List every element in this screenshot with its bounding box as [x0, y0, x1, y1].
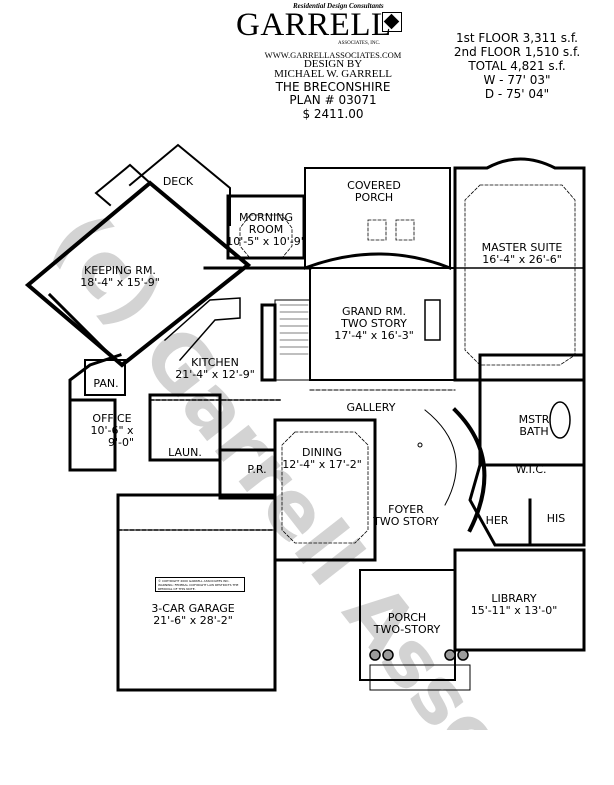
master-suite-walls — [453, 157, 586, 382]
room-name: LAUN. — [168, 446, 202, 459]
room-master-suite: MASTER SUITE 16'-4" x 26'-6" — [482, 242, 563, 266]
depth-dimension: D - 75' 04" — [484, 87, 550, 101]
room-name: FOYER — [388, 503, 424, 516]
room-dimensions: 10'-6" x — [90, 424, 134, 437]
room-laundry: LAUN. — [168, 447, 202, 459]
plan-number: PLAN # 03071 — [289, 93, 377, 107]
room-deck: DECK — [163, 176, 193, 188]
room-name: GRAND RM. — [341, 305, 407, 318]
second-floor-sf: 2nd FLOOR 1,510 s.f. — [453, 45, 581, 59]
wic-walls — [468, 463, 586, 547]
designer-name: MICHAEL W. GARRELL — [274, 68, 392, 80]
room-dimensions: 21'-6" x 28'-2" — [153, 614, 233, 627]
room-name: KEEPING RM. — [84, 264, 156, 277]
room-kitchen: KITCHEN 21'-4" x 12'-9" — [175, 357, 255, 381]
room-dimensions: 15'-11" x 13'-0" — [470, 604, 558, 617]
plan-name: THE BRECONSHIRE — [275, 80, 391, 94]
room-keeping-room: KEEPING RM. 18'-4" x 15'-9" — [80, 265, 160, 289]
room-name: PORCH — [387, 611, 427, 624]
room-gallery: GALLERY — [347, 402, 396, 414]
room-name: BATH — [519, 425, 549, 438]
room-name: HIS — [546, 512, 566, 525]
laundry-walls — [148, 393, 222, 462]
room-dimensions: 10'-5" x 10'-9" — [226, 235, 306, 248]
room-dimensions: 16'-4" x 26'-6" — [482, 253, 562, 266]
dining-walls — [273, 418, 377, 562]
logo-diamond-icon — [382, 12, 402, 32]
room-name: HER — [485, 514, 509, 527]
room-dimensions: 18'-4" x 15'-9" — [80, 276, 160, 289]
room-master-bath: MSTR BATH — [519, 414, 550, 438]
room-name: DINING — [302, 446, 342, 459]
square-footage-block: 1st FLOOR 3,311 s.f. 2nd FLOOR 1,510 s.f… — [420, 31, 614, 101]
copyright-notice: © COPYRIGHT 2000 GARRELL ASSOCIATES INC.… — [155, 577, 245, 592]
room-name: PORCH — [354, 191, 394, 204]
keeping-room-walls — [24, 180, 252, 368]
room-name: TWO STORY — [373, 515, 439, 528]
room-name: GALLERY — [346, 401, 396, 414]
tagline: Residential Design Consultants — [293, 2, 384, 10]
room-garage: 3-CAR GARAGE 21'-6" x 28'-2" — [151, 603, 234, 627]
room-name: ROOM — [248, 223, 284, 236]
total-sf: TOTAL 4,821 s.f. — [468, 59, 566, 73]
garrell-logo: GARRELL — [236, 7, 392, 43]
room-name: 3-CAR GARAGE — [151, 602, 235, 615]
room-foyer: FOYER TWO STORY — [373, 504, 439, 528]
front-porch-walls — [359, 569, 456, 681]
room-name: COVERED — [347, 179, 401, 192]
room-dimensions: 17'-4" x 16'-3" — [334, 329, 414, 342]
room-name: MORNING — [238, 211, 294, 224]
room-morning-room: MORNING ROOM 10'-5" x 10'-9" — [226, 212, 306, 248]
deck-outline — [128, 143, 231, 226]
pantry-walls — [84, 359, 126, 396]
room-pantry: PAN. — [93, 378, 118, 390]
room-his-closet: HIS — [547, 513, 566, 525]
room-name: TWO-STORY — [373, 623, 441, 636]
room-her-closet: HER — [486, 515, 509, 527]
room-name: MSTR — [518, 413, 550, 426]
room-powder-room: P.R. — [247, 464, 266, 476]
kitchen-island — [163, 297, 241, 362]
logo-suffix: ASSOCIATES, INC. — [338, 41, 381, 46]
room-dining: DINING 12'-4" x 17'-2" — [282, 447, 362, 471]
room-name: W.I.C. — [515, 463, 547, 476]
room-dimensions: 9'-0" — [107, 436, 135, 449]
plan-price: $ 2411.00 — [302, 107, 364, 121]
width-dimension: W - 77' 03" — [483, 73, 551, 87]
room-covered-porch: COVERED PORCH — [347, 180, 401, 204]
room-name: P.R. — [247, 463, 267, 476]
office-walls — [68, 398, 117, 472]
room-name: MASTER SUITE — [481, 241, 563, 254]
room-name: TWO STORY — [341, 317, 407, 330]
website-link[interactable]: WWW.GARRELLASSOCIATES.COM — [264, 50, 402, 60]
room-name: PAN. — [93, 377, 119, 390]
room-dimensions: 12'-4" x 17'-2" — [282, 458, 362, 471]
room-dimensions: 21'-4" x 12'-9" — [175, 368, 255, 381]
first-floor-sf: 1st FLOOR 3,311 s.f. — [455, 31, 578, 45]
room-office: OFFICE 10'-6" x 9'-0" — [90, 413, 134, 449]
room-name: OFFICE — [92, 412, 132, 425]
room-grand-room: GRAND RM. TWO STORY 17'-4" x 16'-3" — [334, 306, 414, 342]
room-front-porch: PORCH TWO-STORY — [374, 612, 441, 636]
design-by-label: DESIGN BY — [303, 58, 363, 70]
room-name: DECK — [162, 175, 194, 188]
room-library: LIBRARY 15'-11" x 13'-0" — [471, 593, 558, 617]
garage-walls — [116, 493, 277, 692]
room-wic: W.I.C. — [515, 464, 546, 476]
room-name: LIBRARY — [491, 592, 537, 605]
room-name: KITCHEN — [191, 356, 239, 369]
